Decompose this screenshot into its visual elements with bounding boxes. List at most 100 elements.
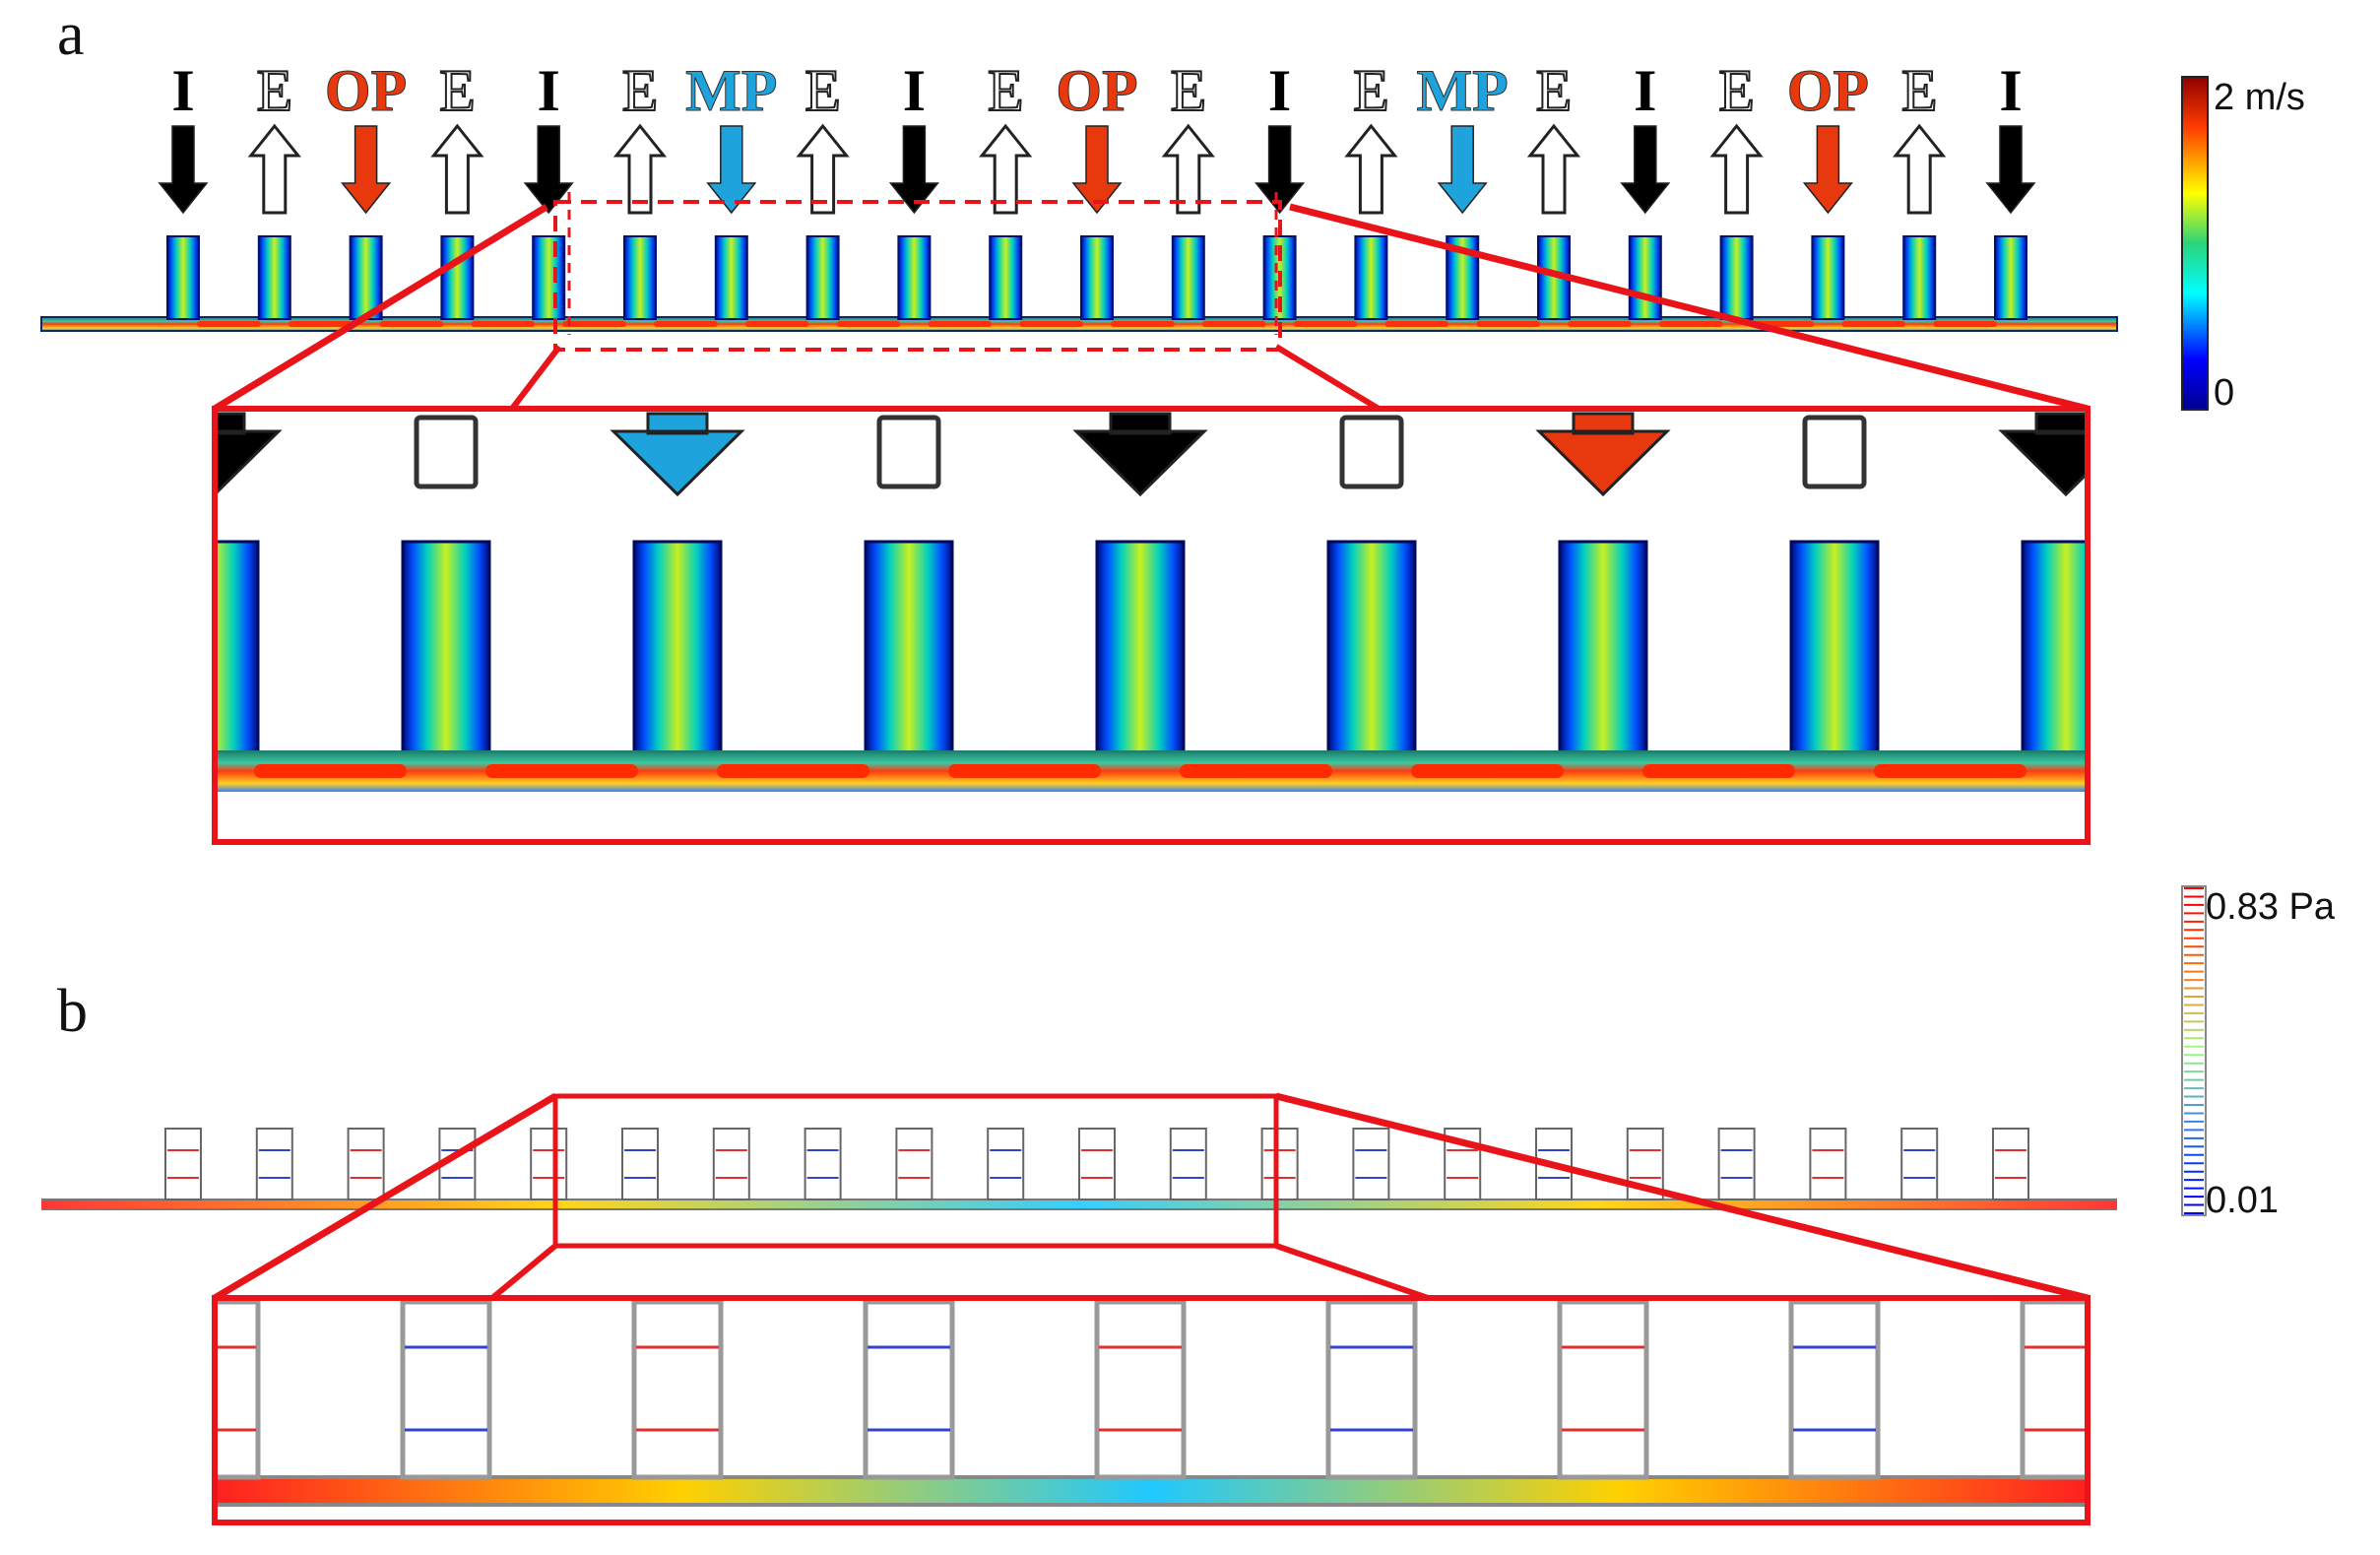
stress-side-channel: [1809, 1128, 1847, 1200]
main-channel-jet: [744, 321, 809, 327]
stress-side-channel: [1992, 1128, 2029, 1200]
stress-side-channel: [1078, 1128, 1116, 1200]
stress-main-channel: [41, 1199, 2117, 1209]
zoom-region-box-b: [552, 1093, 1279, 1249]
main-channel-jet: [1201, 321, 1266, 327]
side-channel: [440, 235, 475, 320]
main-channel-jet: [1384, 321, 1449, 327]
port-arrow-inlet: [1985, 125, 2036, 215]
zoom-main-jet: [485, 764, 638, 778]
port-arrow-inlet: [158, 125, 209, 215]
stress-colorbar-min-label: 0.01: [2206, 1180, 2279, 1221]
velocity-colorbar-min-label: 0: [2214, 372, 2235, 414]
zoom-side-channel: [1558, 540, 1648, 764]
zoom-connector-line: [490, 1243, 557, 1301]
port-label-exit: E: [255, 58, 293, 123]
side-channel: [714, 235, 748, 320]
zoom-exit-arrow: [876, 415, 941, 489]
main-channel-jet: [1841, 321, 1906, 327]
zoom-arrow-medium-port: [610, 412, 745, 497]
port-arrow-exit: [979, 123, 1033, 215]
zoom-connector-line: [509, 345, 562, 411]
port-label-outlet-primary: OP: [1786, 58, 1870, 123]
zoom-side-channel: [401, 540, 491, 764]
zoom-main-jet: [717, 764, 869, 778]
stress-side-channel: [530, 1128, 568, 1200]
zoom-connector-line: [1274, 344, 1381, 412]
zoom-arrow-inlet: [1072, 412, 1208, 497]
port-arrow-outlet-primary: [341, 125, 392, 215]
side-channel: [1994, 235, 2027, 320]
main-channel-jet: [1293, 321, 1358, 327]
zoom-side-channel: [215, 540, 260, 764]
port-label-exit: E: [1352, 58, 1390, 123]
stress-side-channel: [987, 1128, 1025, 1200]
main-channel-jet: [836, 321, 901, 327]
zoom-arrow-inlet: [215, 412, 283, 497]
port-label-inlet: I: [537, 58, 560, 123]
zoom-exit-arrow: [1802, 415, 1867, 489]
zoom-side-channel: [632, 540, 723, 764]
zoom-stress-channel: [1557, 1299, 1649, 1480]
port-arrow-outlet-primary: [1802, 125, 1853, 215]
panel-b-graphics: [41, 1092, 2117, 1525]
stress-side-channel: [1352, 1128, 1390, 1200]
zoom-main-jet: [1180, 764, 1332, 778]
panel-label-a: a: [57, 1, 85, 68]
main-channel-jet: [1933, 321, 1997, 327]
side-channel: [1719, 235, 1754, 320]
zoom-stress-main-channel: [215, 1477, 2088, 1505]
zoom-main-jet: [1411, 764, 1564, 778]
zoom-main-jet: [948, 764, 1101, 778]
main-channel-jet: [562, 321, 626, 327]
zoom-stress-channel: [863, 1299, 955, 1480]
port-arrow-outlet-primary: [1071, 125, 1123, 215]
velocity-colorbar: [2181, 76, 2209, 411]
zoom-stress-channel: [400, 1299, 492, 1480]
zoom-stress-channel: [1325, 1299, 1418, 1480]
stress-side-channel: [347, 1128, 385, 1200]
zoom-exit-arrow: [414, 415, 479, 489]
panel-label-b: b: [57, 978, 88, 1045]
port-label-exit: E: [804, 58, 842, 123]
main-channel-jet: [379, 321, 444, 327]
port-label-outlet-primary: OP: [1056, 58, 1138, 123]
port-label-inlet: I: [1999, 58, 2023, 123]
port-label-inlet: I: [171, 58, 195, 123]
stress-side-channel: [255, 1128, 293, 1200]
port-arrow-medium-port: [1437, 125, 1488, 215]
zoom-connector-line: [1275, 1243, 1429, 1301]
port-arrow-inlet: [1254, 125, 1306, 215]
side-channel: [1354, 235, 1388, 320]
zoom-side-channel: [1326, 540, 1417, 764]
velocity-colorbar-max-label: 2 m/s: [2214, 77, 2305, 118]
zoom-connector-line: [1275, 1092, 2089, 1302]
port-arrow-exit: [1161, 123, 1215, 215]
main-channel-jet: [1658, 321, 1723, 327]
main-channel-jet: [288, 321, 353, 327]
zoom-main-jet: [254, 764, 407, 778]
zoom-a-frame: [212, 406, 2091, 845]
main-channel-jet: [471, 321, 536, 327]
stress-side-channel: [1260, 1128, 1299, 1200]
zoom-region-dashed-box: [553, 200, 1282, 352]
port-label-exit: E: [1169, 58, 1207, 123]
main-channel-jet: [1568, 321, 1632, 327]
zoom-b-content: [215, 1299, 2088, 1507]
port-arrow-inlet: [523, 125, 574, 215]
stress-side-channel: [1900, 1128, 1939, 1200]
port-label-exit: E: [1535, 58, 1574, 123]
side-channel: [989, 235, 1023, 320]
port-label-medium-port: MP: [1416, 58, 1509, 123]
zoom-b-frame: [212, 1295, 2091, 1525]
zoom-connector-line: [213, 1092, 557, 1302]
port-label-inlet: I: [1267, 58, 1292, 123]
port-arrow-exit: [247, 123, 301, 215]
port-arrow-exit: [1344, 123, 1398, 215]
stress-side-channel: [712, 1128, 750, 1200]
panel-a-graphics: [40, 123, 2118, 845]
stress-side-channel: [1626, 1128, 1664, 1200]
stress-side-channel: [164, 1128, 202, 1200]
